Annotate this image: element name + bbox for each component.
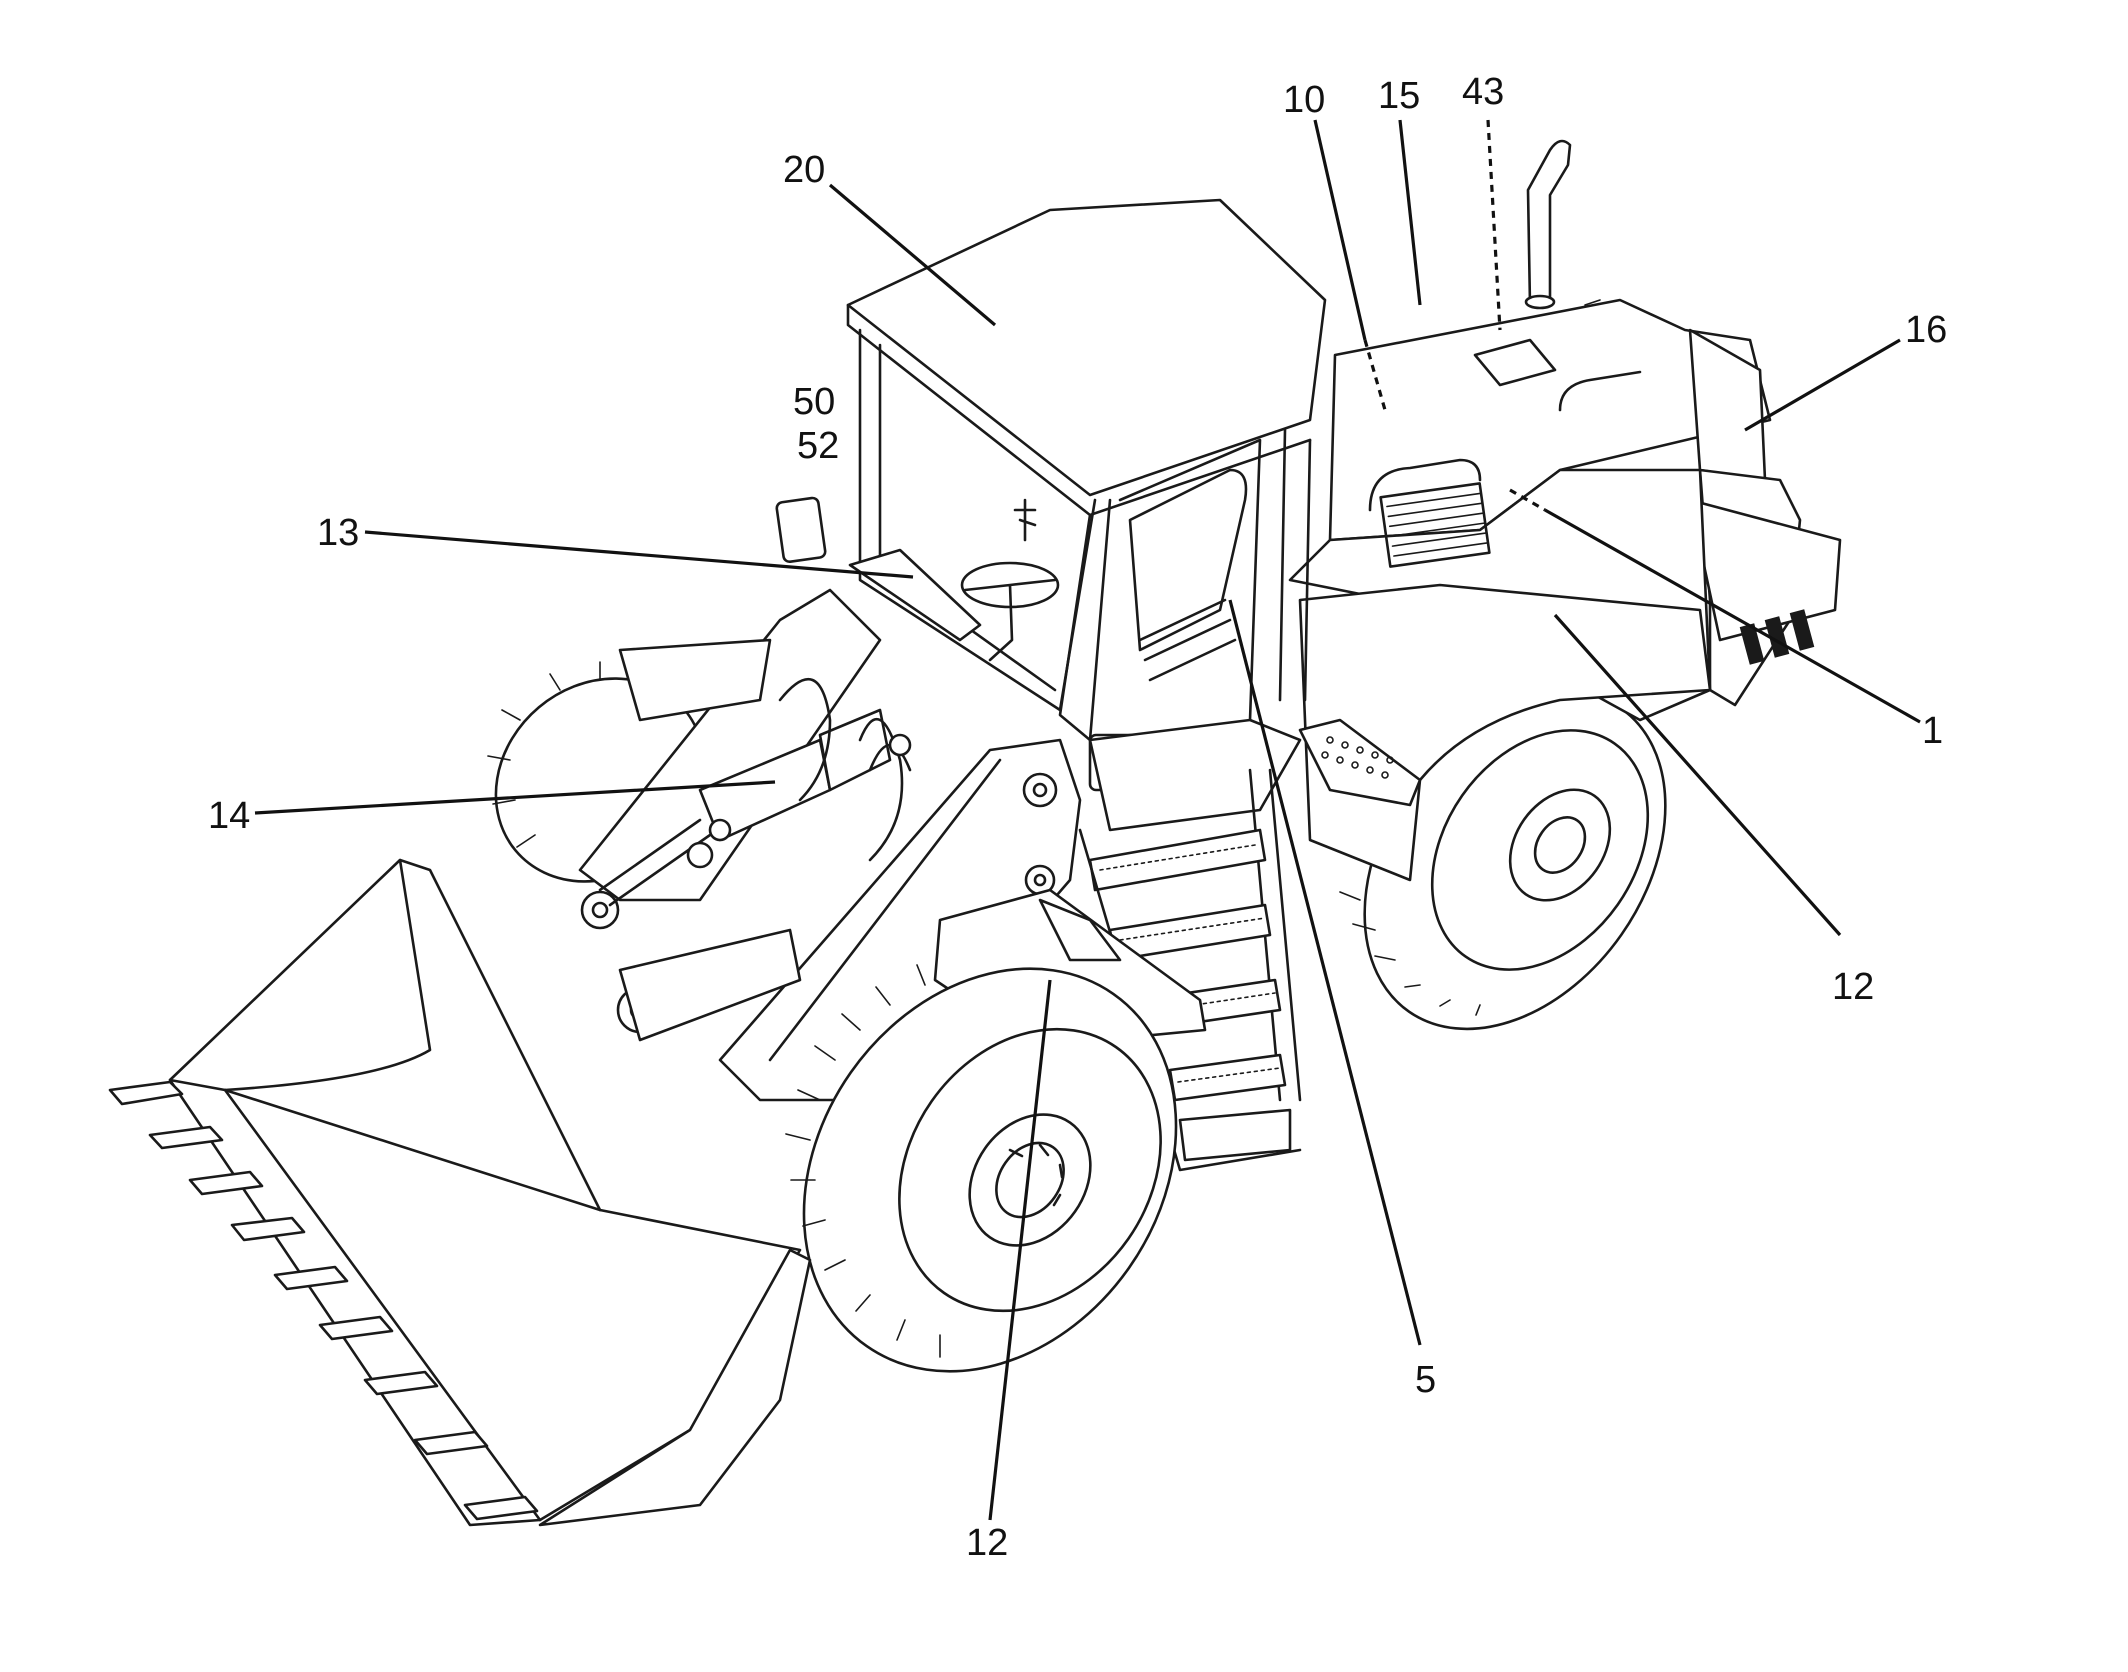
exhaust-stack — [1524, 139, 1572, 310]
callout-16: 16 — [1905, 309, 1947, 351]
leader-1-hidden — [1509, 488, 1546, 512]
leader-20 — [828, 183, 997, 327]
access-ladder — [1078, 768, 1302, 1172]
callout-12-right: 12 — [1832, 966, 1874, 1008]
bucket — [108, 858, 812, 1527]
rear-fender — [1298, 583, 1712, 882]
leader-lines — [254, 119, 1921, 1521]
callout-15: 15 — [1378, 75, 1420, 117]
leader-43 — [1486, 119, 1502, 331]
leader-14 — [254, 780, 776, 815]
callout-20: 20 — [783, 149, 825, 191]
callout-52: 52 — [797, 425, 839, 467]
operator-cab — [775, 198, 1327, 832]
leader-5 — [1228, 599, 1422, 1346]
leader-1 — [1544, 508, 1921, 724]
leader-13 — [364, 530, 914, 579]
callout-10: 10 — [1283, 79, 1325, 121]
callout-13: 13 — [317, 512, 359, 554]
callout-5: 5 — [1415, 1359, 1436, 1401]
callout-14: 14 — [208, 795, 250, 837]
callout-1: 1 — [1922, 710, 1943, 752]
callout-12-bottom: 12 — [966, 1522, 1008, 1564]
leader-10 — [1313, 119, 1367, 341]
leader-16 — [1744, 338, 1901, 432]
leader-15 — [1398, 119, 1422, 306]
front-wheel — [785, 964, 1178, 1373]
callout-labels: 20 10 15 43 16 50 52 13 14 1 12 5 12 — [208, 71, 1947, 1564]
bucket-teeth — [108, 1080, 539, 1521]
callout-50: 50 — [793, 381, 835, 423]
leader-12-bottom — [988, 979, 1052, 1521]
leader-12-right — [1553, 613, 1842, 937]
callout-43: 43 — [1462, 71, 1504, 113]
